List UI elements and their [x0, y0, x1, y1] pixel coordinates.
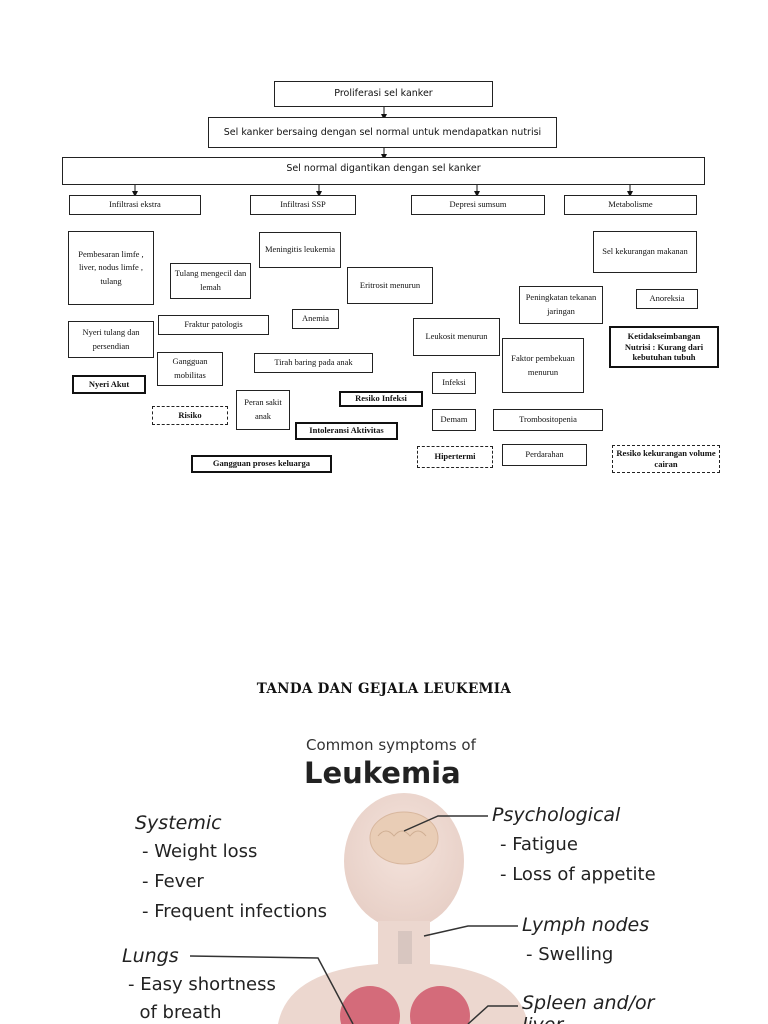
label-lymph-nodes: Lymph nodes	[522, 914, 650, 936]
node-metabolisme: Metabolisme	[564, 195, 697, 215]
left-lung	[340, 986, 400, 1024]
right-lung	[410, 986, 470, 1024]
label-psychological: Psychological	[492, 804, 621, 826]
node-infeksi: Infeksi	[432, 372, 476, 394]
node-depresi-sumsum: Depresi sumsum	[411, 195, 545, 215]
node-anemia: Anemia	[292, 309, 339, 329]
figure-title-line1: Common symptoms of	[306, 736, 476, 754]
psychological-item-2: - Loss of appetite	[500, 864, 656, 885]
node-pembesaran: Pembesaran limfe , liver, nodus limfe , …	[68, 231, 154, 305]
node-infiltrasi-ssp: Infiltrasi SSP	[250, 195, 356, 215]
node-hipertermi: Hipertermi	[417, 446, 493, 468]
node-risiko: Risiko	[152, 406, 228, 425]
node-leukosit: Leukosit menurun	[413, 318, 500, 356]
node-resiko-infeksi: Resiko Infeksi	[339, 391, 423, 407]
torso-shape	[278, 964, 528, 1024]
node-tulang-mengecil: Tulang mengecil dan lemah	[170, 263, 251, 299]
label-lungs: Lungs	[122, 945, 179, 967]
label-systemic: Systemic	[135, 812, 222, 834]
node-proliferasi: Proliferasi sel kanker	[274, 81, 493, 107]
flow-connectors	[132, 107, 633, 197]
systemic-item-1: - Weight loss	[142, 841, 258, 862]
systemic-item-2: - Fever	[142, 871, 204, 892]
node-sel-kanker-bersaing: Sel kanker bersaing dengan sel normal un…	[208, 117, 557, 148]
node-eritrosit: Eritrosit menurun	[347, 267, 433, 304]
node-peran-sakit: Peran sakit anak	[236, 390, 290, 430]
label-spleen-liver: Spleen and/or liver	[522, 992, 655, 1024]
node-resiko-kekurangan: Resiko kekurangan volume cairan	[612, 445, 720, 473]
node-demam: Demam	[432, 409, 476, 431]
systemic-item-3: - Frequent infections	[142, 901, 328, 922]
brain-shape	[369, 811, 439, 865]
node-trombositopenia: Trombositopenia	[493, 409, 603, 431]
node-nyeri-akut: Nyeri Akut	[72, 375, 146, 394]
node-anoreksia: Anoreksia	[636, 289, 698, 309]
node-gangguan-mobilitas: Gangguan mobilitas	[157, 352, 223, 386]
lungs-item-1: - Easy shortness	[128, 974, 276, 995]
section-title: TANDA DAN GEJALA LEUKEMIA	[256, 681, 512, 697]
node-intoleransi: Intoleransi Aktivitas	[295, 422, 398, 440]
lymph-item-1: - Swelling	[526, 944, 614, 965]
node-sel-kekurangan: Sel kekurangan makanan	[593, 231, 697, 273]
node-faktor-pembekuan: Faktor pembekuan menurun	[502, 338, 584, 393]
lungs-item-2: of breath	[128, 1002, 222, 1023]
node-fraktur: Fraktur patologis	[158, 315, 269, 335]
node-peningkatan: Peningkatan tekanan jaringan	[519, 286, 603, 324]
node-infiltrasi-ekstra: Infiltrasi ekstra	[69, 195, 201, 215]
psychological-item-1: - Fatigue	[500, 834, 578, 855]
node-perdarahan: Perdarahan	[502, 444, 587, 466]
node-sel-normal-digantikan: Sel normal digantikan dengan sel kanker	[62, 157, 705, 185]
node-gangguan-proses: Gangguan proses keluarga	[191, 455, 332, 473]
figure-title-line2: Leukemia	[304, 756, 461, 790]
node-tirah-baring: Tirah baring pada anak	[254, 353, 373, 373]
node-meningitis: Meningitis leukemia	[259, 232, 341, 268]
node-nyeri-tulang: Nyeri tulang dan persendian	[68, 321, 154, 358]
leukemia-symptoms-figure: Common symptoms of Leukemia Systemic - W…	[108, 726, 668, 1024]
body-illustration	[189, 793, 528, 1024]
node-ketidakseimbangan: Ketidakseimbangan Nutrisi : Kurang dari …	[609, 326, 719, 368]
